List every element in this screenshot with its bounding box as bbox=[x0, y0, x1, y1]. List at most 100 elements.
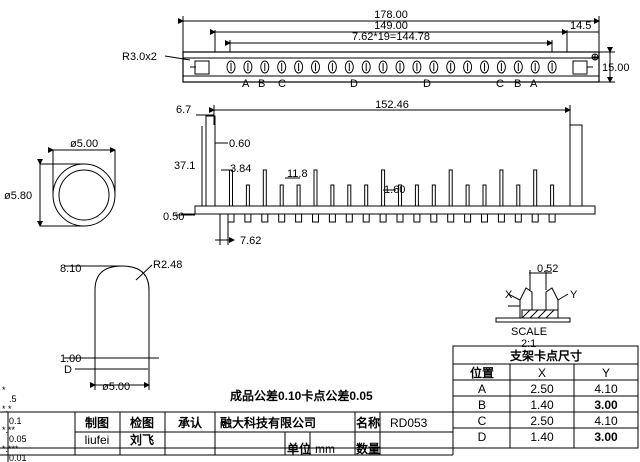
dim-11-8: 11.8 bbox=[287, 168, 308, 180]
spec-row-x: 2.50 bbox=[530, 382, 554, 396]
pin-hole bbox=[260, 60, 270, 74]
spec-row-position: B bbox=[478, 398, 486, 412]
lead-foot bbox=[345, 213, 353, 223]
label-x: X bbox=[505, 289, 513, 301]
lead-pin bbox=[279, 184, 284, 207]
pin-hole bbox=[530, 60, 540, 74]
letter-c-left: C bbox=[278, 78, 286, 90]
legend-value-3: 0.05 bbox=[9, 434, 27, 444]
lead-pin bbox=[398, 184, 402, 207]
lead-foot bbox=[362, 213, 370, 223]
dim-span: 152.46 bbox=[375, 99, 409, 111]
pin-hole bbox=[412, 60, 422, 74]
lead-pin bbox=[347, 184, 352, 207]
scale-value: 2:1 bbox=[521, 338, 536, 350]
pin-hole bbox=[311, 60, 320, 74]
pin-hole bbox=[446, 60, 456, 74]
dim-3-84: 3.84 bbox=[230, 163, 251, 175]
lead-pin bbox=[431, 184, 436, 207]
lead-foot bbox=[514, 213, 522, 223]
legend-mark-2: *.* bbox=[2, 404, 12, 414]
dim-height: 15.00 bbox=[602, 62, 630, 74]
top-view bbox=[164, 16, 615, 83]
dim-0-52: 0.52 bbox=[537, 263, 558, 275]
spec-row-position: C bbox=[478, 414, 487, 428]
dim-1-60: 1.60 bbox=[384, 184, 405, 196]
lead-foot bbox=[312, 213, 319, 223]
label-y: Y bbox=[570, 289, 578, 301]
legend-value-2: 0.1 bbox=[9, 416, 22, 426]
label-d: D bbox=[64, 364, 72, 376]
side-view bbox=[175, 105, 596, 245]
unit-value: mm bbox=[315, 442, 335, 456]
checked-by: 刘飞 bbox=[130, 432, 154, 447]
lead-pin bbox=[448, 169, 453, 207]
lead-pin bbox=[465, 184, 470, 207]
legend-mark-3: *.** bbox=[2, 425, 16, 435]
pin-hole bbox=[378, 60, 388, 74]
dim-radius-2-48: R2.48 bbox=[153, 259, 182, 271]
pin-hole bbox=[463, 60, 473, 74]
lead-foot bbox=[261, 213, 269, 223]
dim-overall: 178.00 bbox=[374, 9, 408, 21]
lead-foot bbox=[413, 213, 421, 223]
lead-pin bbox=[364, 184, 369, 207]
letter-d-right: D bbox=[423, 78, 431, 90]
led-view bbox=[64, 264, 159, 390]
spec-header-position: 位置 bbox=[470, 365, 494, 380]
pin-hole bbox=[226, 60, 236, 74]
lead-foot bbox=[531, 213, 539, 223]
dim-pitch: 7.62*19=144.78 bbox=[352, 31, 430, 43]
lead-foot bbox=[227, 213, 235, 223]
lead-foot bbox=[548, 213, 556, 223]
lead-pin bbox=[550, 184, 555, 207]
letter-d-left: D bbox=[350, 78, 358, 90]
spec-row-x: 2.50 bbox=[530, 414, 554, 428]
letter-c-right: C bbox=[496, 78, 504, 90]
spec-row-x: 1.40 bbox=[530, 430, 554, 444]
spec-row-position: A bbox=[478, 382, 486, 396]
dim-inner-diameter: ø5.00 bbox=[70, 138, 98, 150]
pin-hole bbox=[496, 60, 506, 74]
pin-hole bbox=[327, 60, 337, 74]
pin-hole bbox=[429, 60, 439, 74]
pin-hole bbox=[277, 60, 287, 74]
drawn-by: liufei bbox=[85, 433, 110, 447]
pin-hole bbox=[547, 60, 557, 74]
lead-pin bbox=[330, 184, 335, 207]
lead-pin bbox=[296, 184, 301, 207]
dim-7-62: 7.62 bbox=[240, 235, 261, 247]
spec-row-y: 4.10 bbox=[594, 382, 618, 396]
letter-b-left: B bbox=[258, 78, 265, 90]
legend-mark-4: *.*** bbox=[2, 444, 19, 454]
spec-row-y: 3.00 bbox=[594, 430, 618, 444]
lead-foot bbox=[464, 213, 472, 223]
lead-foot bbox=[447, 213, 455, 223]
legend-value-1: .5 bbox=[9, 394, 17, 404]
lead-pin bbox=[381, 169, 386, 207]
legend-mark-1: * bbox=[2, 385, 6, 395]
company-name: 融大科技有限公司 bbox=[220, 415, 316, 430]
pin-hole bbox=[344, 60, 354, 74]
letter-a-right: A bbox=[530, 78, 538, 90]
lead-foot bbox=[396, 213, 404, 223]
lead-pin bbox=[533, 169, 538, 207]
lead-pin bbox=[229, 169, 233, 207]
dim-right-offset: 14.5 bbox=[570, 20, 591, 32]
pin-hole bbox=[361, 60, 371, 74]
scale-label: SCALE bbox=[511, 326, 547, 338]
dim-radius: R3.0x2 bbox=[122, 51, 157, 63]
lead-pin bbox=[516, 184, 521, 207]
detail-view bbox=[495, 270, 571, 323]
lead-foot bbox=[379, 213, 387, 223]
pin-hole bbox=[294, 60, 304, 74]
dim-0-60: 0.60 bbox=[229, 138, 250, 150]
dim-led-width: ø5.00 bbox=[102, 381, 130, 393]
dim-6-7: 6.7 bbox=[176, 104, 191, 116]
lead-foot bbox=[295, 213, 303, 223]
spec-header-x: X bbox=[538, 366, 546, 380]
lead-foot bbox=[497, 213, 505, 223]
tolerance-legend: * .5 *.* 0.1 *.** 0.05 *.*** 0.01 bbox=[2, 385, 27, 462]
